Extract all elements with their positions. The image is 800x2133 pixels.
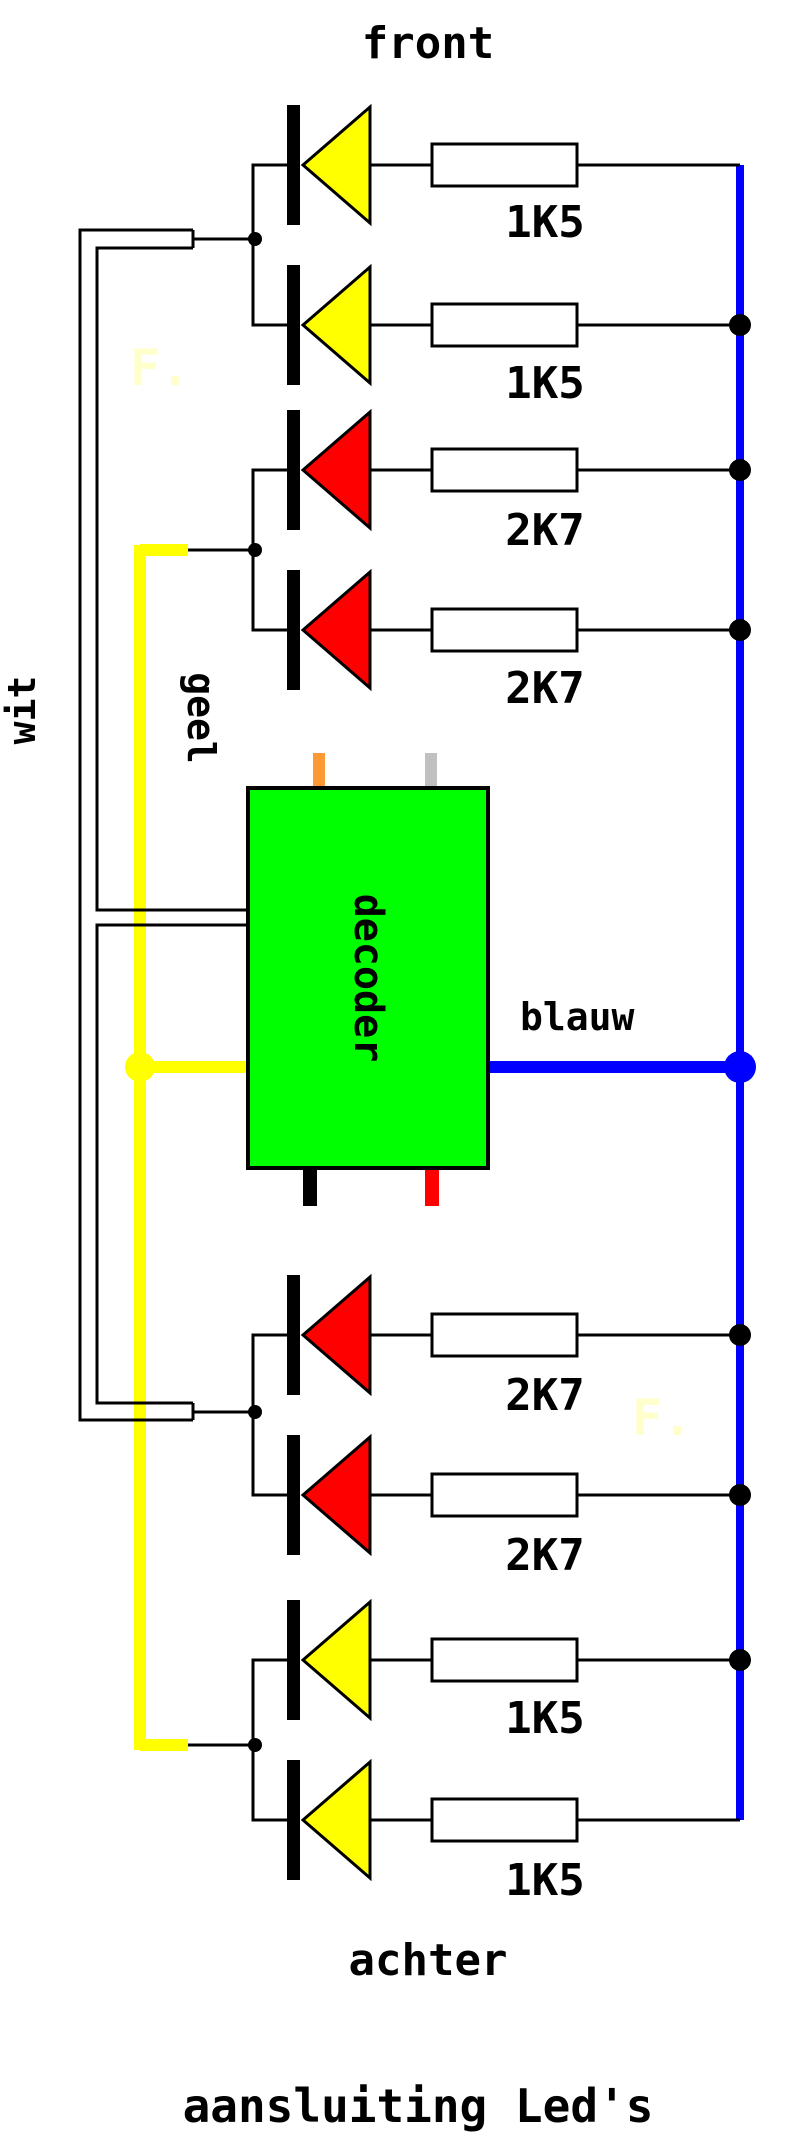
led-triangle <box>300 1273 372 1397</box>
led-row: 1K5 <box>287 1758 740 1906</box>
blauw-label: blauw <box>520 995 635 1039</box>
resistor-label: 2K7 <box>505 1370 584 1421</box>
resistor-label: 1K5 <box>505 1855 584 1906</box>
resistor-label: 2K7 <box>505 663 584 714</box>
led-triangle <box>300 103 372 227</box>
led-row: 1K5 <box>287 263 751 409</box>
blue-junction <box>724 1051 756 1083</box>
led-branch <box>248 1658 290 1822</box>
pin-orange <box>313 753 325 786</box>
led-cathode-bar <box>287 105 300 225</box>
resistor-label: 1K5 <box>505 197 584 248</box>
achter-label: achter <box>349 1935 508 1986</box>
resistor <box>430 302 579 348</box>
white-wire <box>78 228 255 1422</box>
led-row: 2K7 <box>287 1433 751 1581</box>
led-triangle <box>300 1598 372 1722</box>
led-cathode-bar <box>287 410 300 530</box>
wit-label: wit <box>0 676 44 745</box>
led-triangle <box>300 1433 372 1557</box>
branch-junction <box>248 232 262 246</box>
led-branch <box>248 468 290 632</box>
blue-bus <box>485 165 756 1820</box>
pin-red <box>425 1168 439 1206</box>
yellow-junction <box>125 1052 155 1082</box>
led-cathode-bar <box>287 1275 300 1395</box>
geel-label: geel <box>179 672 223 764</box>
resistor <box>430 1797 579 1843</box>
led-triangle <box>300 408 372 532</box>
bus-junction <box>729 1324 751 1346</box>
page-title: aansluiting Led's <box>183 2079 654 2133</box>
bus-junction <box>729 1649 751 1671</box>
bus-junction <box>729 459 751 481</box>
branch-junction <box>248 543 262 557</box>
branch-junction <box>248 1738 262 1752</box>
bus-junction <box>729 314 751 336</box>
resistor <box>430 1312 579 1358</box>
resistor-label: 1K5 <box>505 1693 584 1744</box>
led-cathode-bar <box>287 1760 300 1880</box>
led-cathode-bar <box>287 265 300 385</box>
resistor <box>430 1472 579 1518</box>
bus-junction <box>729 619 751 641</box>
resistor <box>430 142 579 188</box>
front-label: front <box>362 18 494 69</box>
led-row: 2K7 <box>287 568 751 714</box>
resistor <box>430 447 579 493</box>
watermark-bottom: F. <box>632 1389 692 1447</box>
led-triangle <box>300 263 372 387</box>
resistor-label: 1K5 <box>505 358 584 409</box>
led-cathode-bar <box>287 1600 300 1720</box>
led-triangle <box>300 568 372 692</box>
led-row: 2K7 <box>287 1273 751 1421</box>
resistor <box>430 1637 579 1683</box>
branch-junction <box>248 1405 262 1419</box>
resistor-label: 2K7 <box>505 505 584 556</box>
led-triangle <box>300 1758 372 1882</box>
pin-black <box>303 1168 317 1206</box>
yellow-wire <box>125 544 255 1751</box>
decoder-box <box>246 786 490 1170</box>
bus-junction <box>729 1484 751 1506</box>
led-branch <box>248 163 290 327</box>
watermark-top: F. <box>130 339 190 397</box>
led-branch <box>248 1333 290 1497</box>
led-cathode-bar <box>287 570 300 690</box>
led-row: 1K5 <box>287 1598 751 1744</box>
led-row: 1K5 <box>287 103 740 248</box>
led-rows: 1K5 1K5 2K7 2K7 2K7 2K7 1K5 1K5 <box>248 103 751 1906</box>
resistor-label: 2K7 <box>505 1530 584 1581</box>
decoder-label: decoder <box>345 894 391 1063</box>
decoder: decoder <box>246 753 490 1206</box>
led-cathode-bar <box>287 1435 300 1555</box>
resistor <box>430 607 579 653</box>
led-row: 2K7 <box>287 408 751 556</box>
pin-gray <box>425 753 437 786</box>
